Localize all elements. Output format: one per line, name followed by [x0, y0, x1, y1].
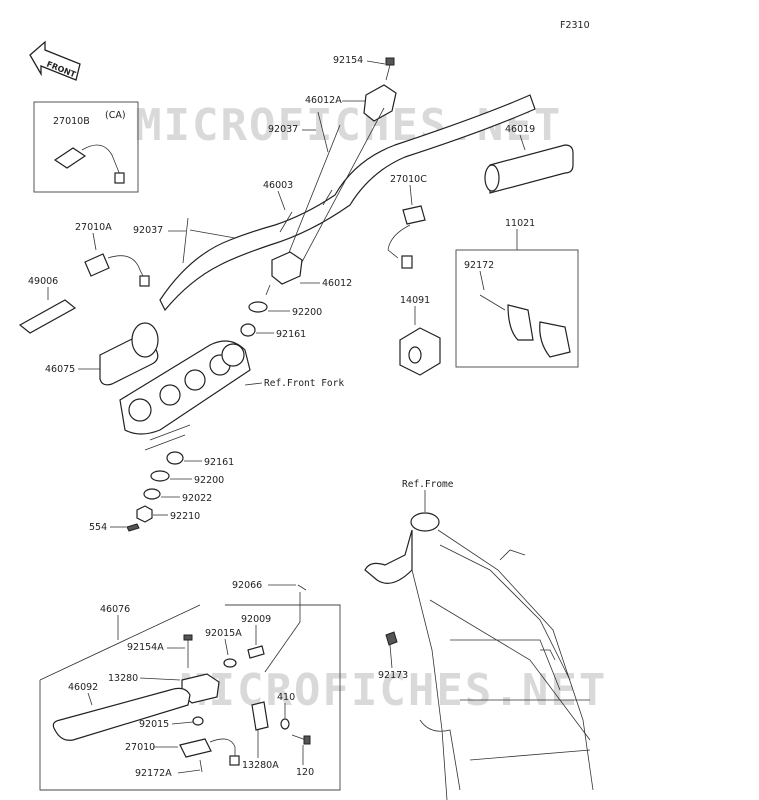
throttle-housing-11021 — [479, 294, 571, 358]
label-ref-front-fork: Ref.Front Fork — [264, 378, 344, 389]
label-13280A: 13280A — [242, 760, 279, 771]
label-46012A: 46012A — [305, 95, 342, 106]
label-27010C: 27010C — [390, 174, 427, 185]
label-46075: 46075 — [45, 364, 75, 375]
switch-27010 — [179, 738, 240, 766]
label-92161-upper: 92161 — [276, 329, 306, 340]
label-11021: 11021 — [505, 218, 535, 229]
pin-92037-top — [317, 111, 329, 153]
washer-92200-lower — [150, 470, 170, 482]
label-92200-lower: 92200 — [194, 475, 224, 486]
label-120: 120 — [296, 767, 314, 778]
box-46076 — [39, 604, 341, 791]
triple-clamp — [119, 340, 251, 435]
grip-46075 — [99, 322, 159, 386]
box-11021 — [455, 249, 579, 368]
washer-92200-upper — [248, 301, 268, 313]
label-92022: 92022 — [182, 493, 212, 504]
bolt-92009 — [247, 645, 265, 659]
label-92200-upper: 92200 — [292, 307, 322, 318]
label-46076: 46076 — [100, 604, 130, 615]
part-13280A — [251, 701, 269, 731]
lever-46092 — [52, 687, 191, 741]
front-arrow-icon: FRONT — [29, 40, 81, 81]
label-46003: 46003 — [263, 180, 293, 191]
label-46019: 46019 — [505, 124, 535, 135]
label-92161-lower: 92161 — [204, 457, 234, 468]
frame — [364, 512, 594, 800]
washer-92015A — [223, 658, 237, 668]
clamp-46012 — [271, 251, 303, 285]
label-92172: 92172 — [464, 260, 494, 271]
label-46012: 46012 — [322, 278, 352, 289]
clamp-46012A — [363, 84, 397, 122]
label-92015A: 92015A — [205, 628, 242, 639]
switch-27010A — [84, 253, 150, 287]
part-49006 — [18, 299, 77, 334]
bolt-92154 — [385, 57, 395, 81]
label-46092: 46092 — [68, 682, 98, 693]
washer-92022 — [143, 488, 161, 500]
label-410: 410 — [277, 692, 295, 703]
ring-410 — [280, 718, 290, 730]
switch-27010C — [387, 205, 426, 269]
label-CA: (CA) — [105, 110, 126, 121]
label-ref-frame: Ref.Frome — [402, 479, 454, 490]
watermark-bottom: MICROFICHES.NET — [180, 665, 607, 716]
cable-92066 — [264, 584, 307, 673]
nut-92210 — [136, 505, 153, 523]
label-92015: 92015 — [139, 719, 169, 730]
washer-92015 — [192, 716, 204, 726]
label-13280: 13280 — [108, 673, 138, 684]
screw-92172A — [199, 759, 203, 773]
label-92154A: 92154A — [127, 642, 164, 653]
washer-92161-upper — [240, 323, 256, 337]
label-92210: 92210 — [170, 511, 200, 522]
box-27010B — [33, 101, 139, 193]
label-92037-top: 92037 — [268, 124, 298, 135]
label-92009: 92009 — [241, 614, 271, 625]
label-27010: 27010 — [125, 742, 155, 753]
switch-27010B — [53, 144, 125, 184]
label-92154: 92154 — [333, 55, 363, 66]
label-49006: 49006 — [28, 276, 58, 287]
part-92173 — [385, 631, 398, 646]
label-27010A: 27010A — [75, 222, 112, 233]
label-92173: 92173 — [378, 670, 408, 681]
part-14091 — [399, 327, 441, 376]
handlebar-46003 — [159, 94, 536, 312]
label-554: 554 — [89, 522, 107, 533]
label-92066: 92066 — [232, 580, 262, 591]
label-92172A: 92172A — [135, 768, 172, 779]
pin-92037-left — [182, 217, 236, 264]
washer-92161-lower — [166, 451, 184, 465]
label-14091: 14091 — [400, 295, 430, 306]
diagram-code: F2310 — [560, 20, 590, 31]
label-27010B: 27010B — [53, 116, 90, 127]
part-554 — [126, 523, 140, 532]
label-92037-left: 92037 — [133, 225, 163, 236]
grip-46019 — [484, 144, 574, 194]
